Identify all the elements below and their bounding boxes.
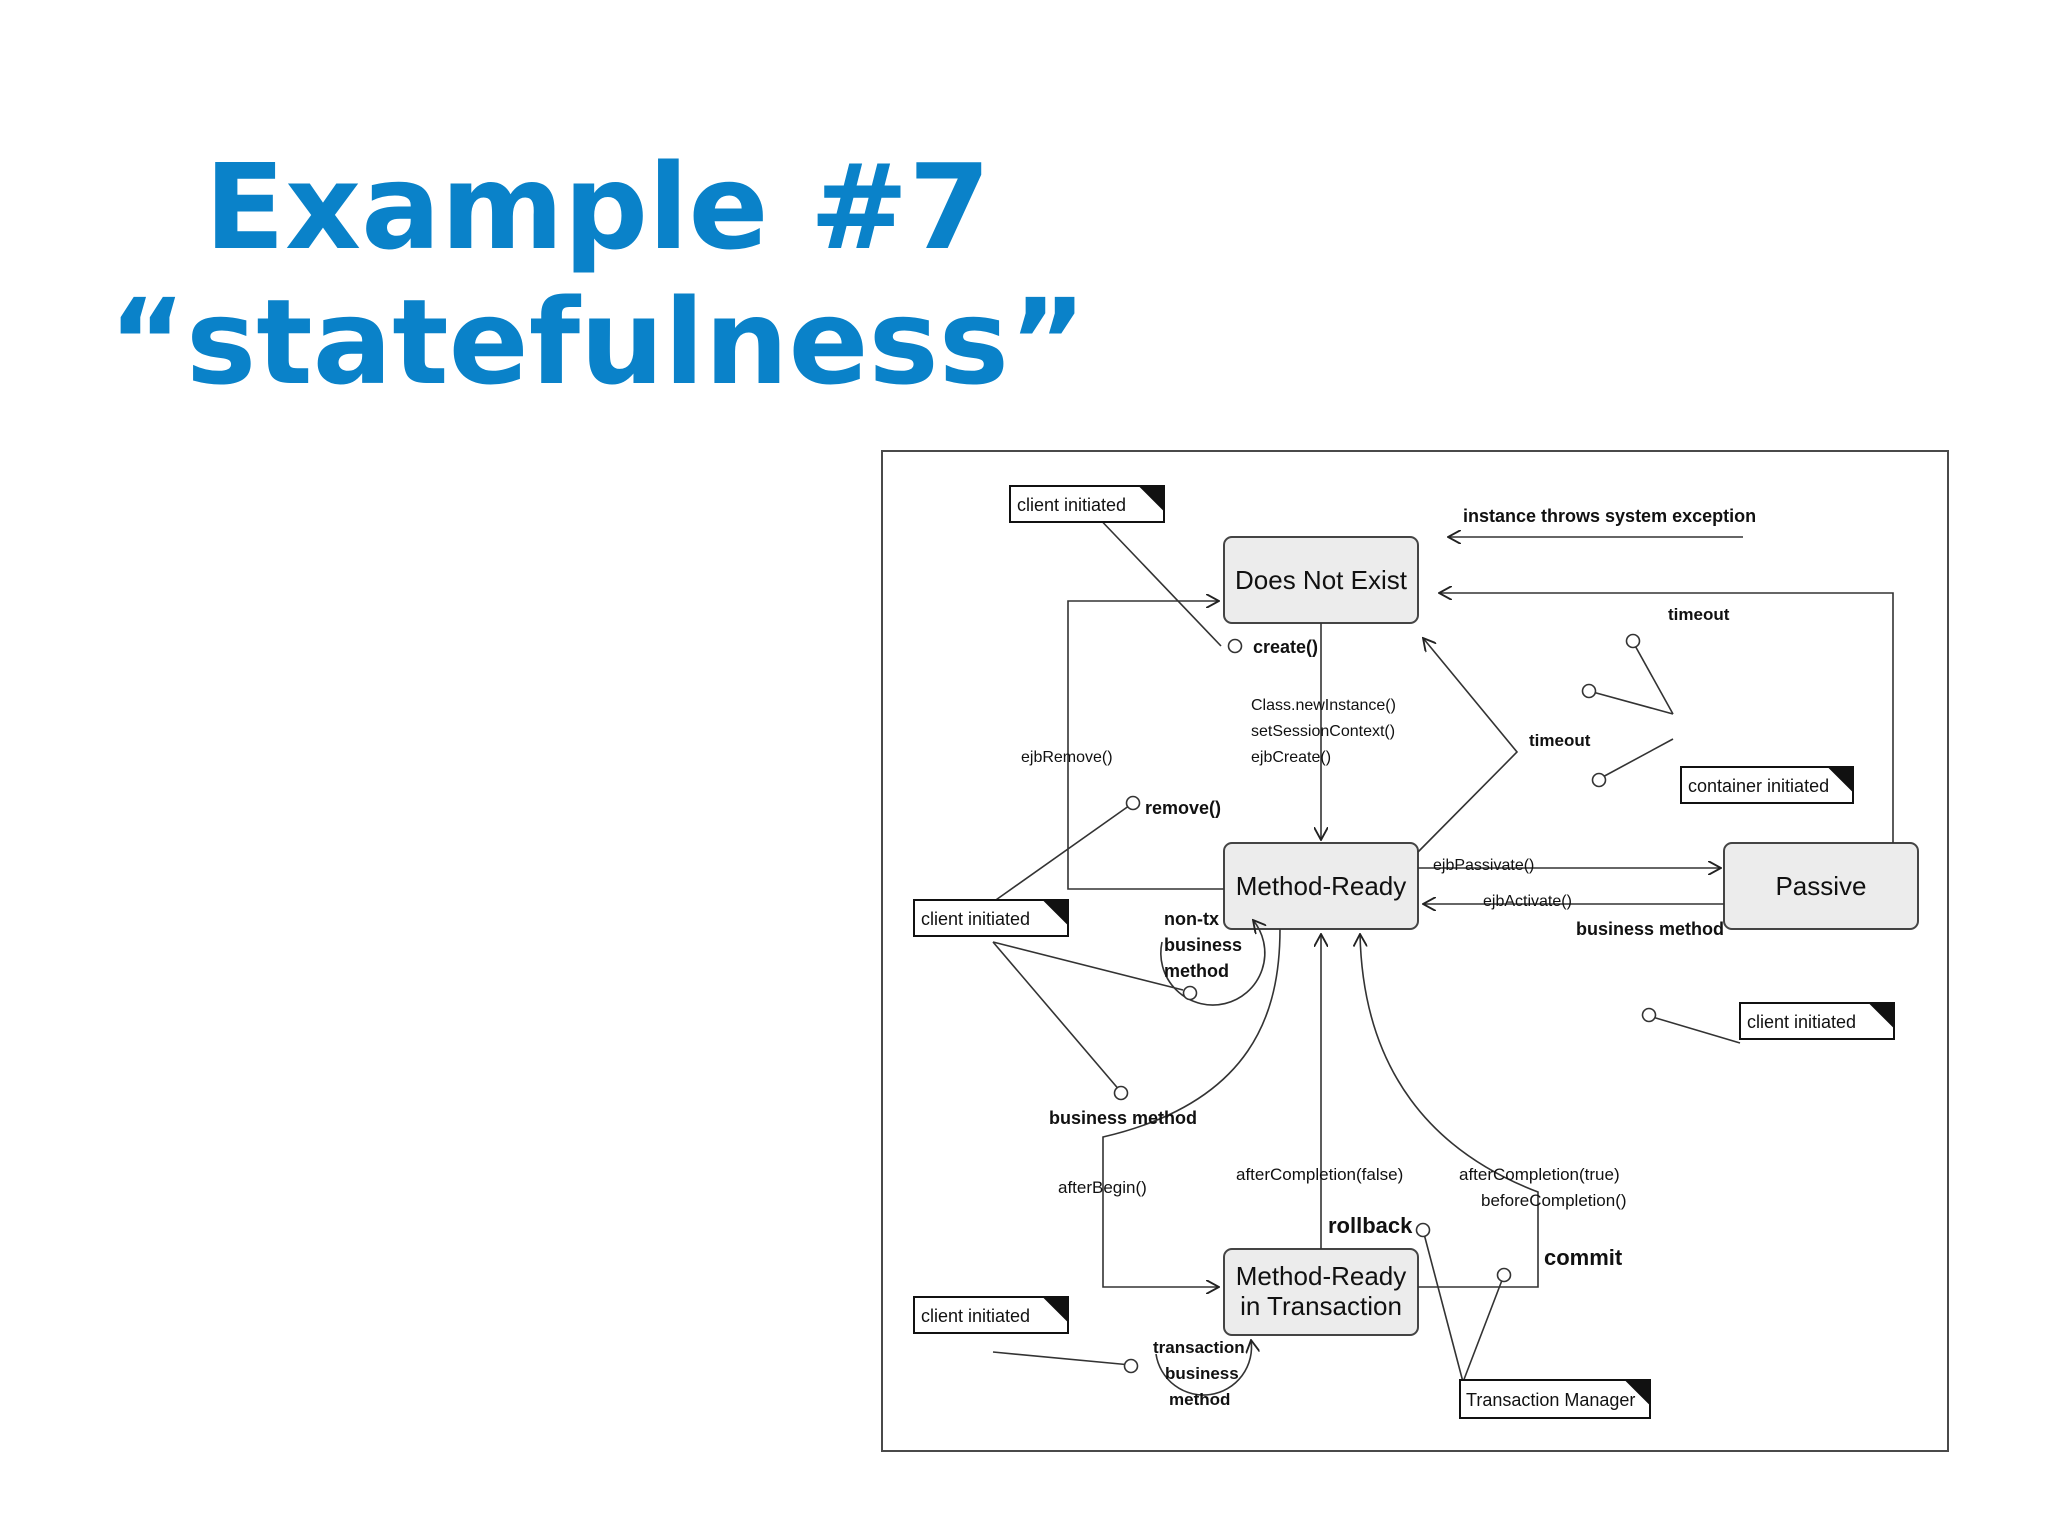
note-client-initiated-right <box>1739 1002 1895 1040</box>
loop-tx <box>1155 1340 1252 1396</box>
label-non-tx-3: method <box>1164 961 1229 981</box>
label-after-begin: afterBegin() <box>1058 1178 1147 1197</box>
title-line-2: “statefulness” <box>108 273 1087 411</box>
dot-tx-bm <box>1123 1358 1139 1374</box>
label-tx-bm-2: business <box>1165 1364 1239 1383</box>
state-passive <box>1723 842 1919 930</box>
label-create: create() <box>1253 637 1318 657</box>
note-text-client-bottom: client initiated <box>921 1306 1030 1326</box>
dot-remove <box>1125 795 1141 811</box>
state-method-ready <box>1223 842 1419 930</box>
connector-remove <box>992 802 1134 903</box>
connector-passive-bm <box>1648 1015 1741 1044</box>
slide-title: Example #7 “statefulness” <box>60 140 1135 410</box>
label-new-instance: Class.newInstance() <box>1251 697 1396 714</box>
arrow-ejb-remove <box>1067 601 1224 890</box>
dot-business <box>1113 1085 1129 1101</box>
state-label-passive: Passive <box>1775 871 1866 901</box>
state-label-method-ready: Method-Ready <box>1236 871 1407 901</box>
connector-commit <box>1462 1274 1505 1383</box>
label-timeout-top: timeout <box>1668 605 1730 624</box>
label-ejb-passivate: ejbPassivate() <box>1433 857 1534 874</box>
note-client-initiated-left <box>913 899 1069 937</box>
state-diagram-figure: Does Not Exist Method-Ready Passive Meth… <box>881 450 1949 1452</box>
note-container-initiated <box>1680 766 1854 804</box>
connector-create <box>1092 511 1222 647</box>
loop-non-tx <box>1160 920 1265 1006</box>
connector-timeout-2 <box>1588 690 1674 715</box>
dot-timeout <box>1625 633 1641 649</box>
connector-passivate <box>1598 738 1674 780</box>
state-label-method-ready-tx-1: Method-Ready <box>1236 1261 1407 1291</box>
label-instance-throws: instance throws system exception <box>1463 506 1756 526</box>
label-tx-bm-1: transaction <box>1153 1338 1245 1357</box>
dot-commit <box>1496 1267 1512 1283</box>
connector-tx-bm <box>992 1351 1132 1366</box>
arrow-after-begin <box>1102 928 1281 1287</box>
label-ejb-activate: ejbActivate() <box>1483 893 1572 910</box>
connector-timeout <box>1632 641 1674 715</box>
state-label-does-not-exist: Does Not Exist <box>1235 565 1408 595</box>
label-rollback: rollback <box>1328 1213 1413 1238</box>
label-business-method: business method <box>1049 1108 1197 1128</box>
title-line-1: Example #7 <box>204 138 991 276</box>
note-text-container: container initiated <box>1688 776 1829 796</box>
note-text-transaction-manager: Transaction Manager <box>1466 1390 1635 1410</box>
note-text-client-top: client initiated <box>1017 495 1126 515</box>
label-business-method-passive: business method <box>1576 919 1724 939</box>
label-timeout-mid: timeout <box>1529 731 1591 750</box>
note-text-client-right: client initiated <box>1747 1012 1856 1032</box>
connector-business <box>992 941 1122 1093</box>
state-diagram: Does Not Exist Method-Ready Passive Meth… <box>913 485 1919 1419</box>
note-transaction-manager <box>1459 1379 1651 1419</box>
arrow-after-completion-true <box>1360 934 1539 1288</box>
connector-nontx <box>992 941 1184 991</box>
note-client-initiated-bottom <box>913 1296 1069 1334</box>
dot-passive-bm <box>1641 1007 1657 1023</box>
note-text-client-left: client initiated <box>921 909 1030 929</box>
connector-rollback <box>1422 1229 1464 1383</box>
dot-rollback <box>1415 1222 1431 1238</box>
arrow-ready-timeout <box>1417 638 1519 853</box>
label-after-completion-false: afterCompletion(false) <box>1236 1165 1403 1184</box>
label-tx-bm-3: method <box>1169 1390 1230 1409</box>
note-client-initiated-top <box>1009 485 1165 523</box>
dot-passivate <box>1591 772 1607 788</box>
label-remove: remove() <box>1145 798 1221 818</box>
dot-timeout-2 <box>1581 683 1597 699</box>
label-non-tx-2: business <box>1164 935 1242 955</box>
dot-create <box>1227 638 1243 654</box>
label-commit: commit <box>1544 1245 1623 1270</box>
state-label-method-ready-tx-2: in Transaction <box>1240 1291 1402 1321</box>
label-set-session-context: setSessionContext() <box>1251 723 1395 740</box>
arrow-passive-timeout <box>1439 593 1894 843</box>
label-after-completion-true: afterCompletion(true) <box>1459 1165 1620 1184</box>
label-ejb-create: ejbCreate() <box>1251 749 1331 766</box>
label-non-tx-1: non-tx <box>1164 909 1219 929</box>
dot-nontx <box>1182 985 1198 1001</box>
label-ejb-remove: ejbRemove() <box>1021 749 1113 766</box>
label-before-completion: beforeCompletion() <box>1481 1191 1627 1210</box>
